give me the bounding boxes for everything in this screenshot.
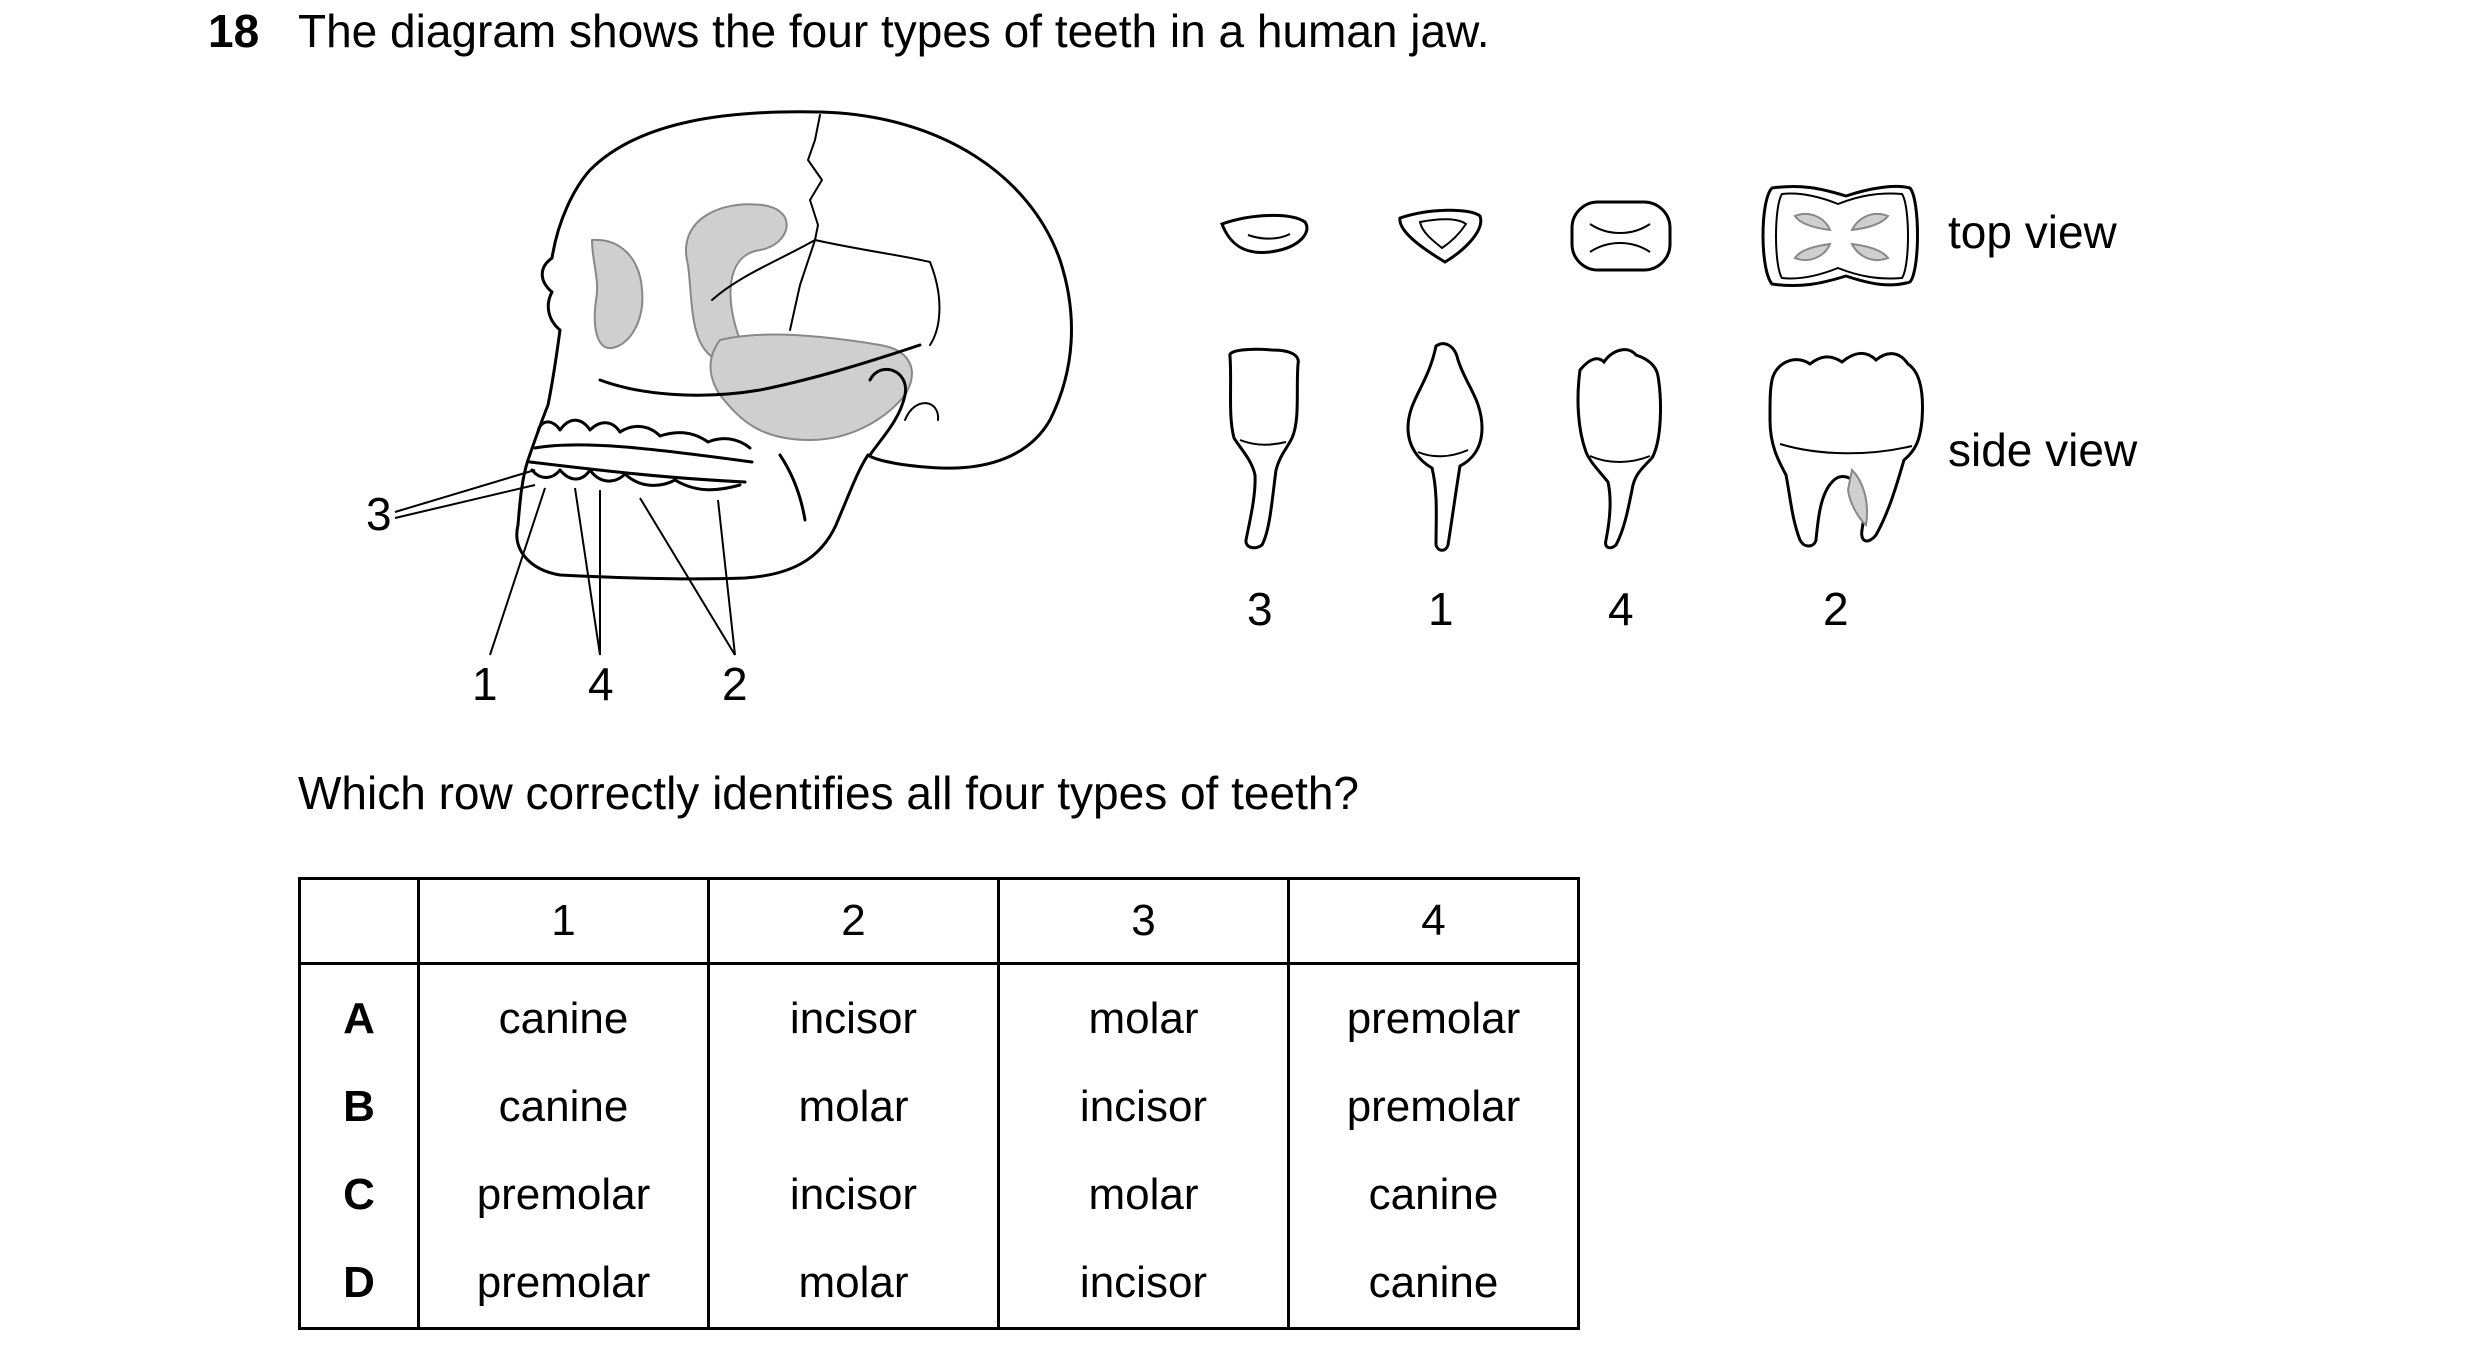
table-cell: premolar <box>1287 963 1579 1063</box>
table-cell: molar <box>707 1063 999 1151</box>
question-prompt: Which row correctly identifies all four … <box>298 767 1360 819</box>
canine-top-view <box>1398 208 1483 264</box>
table-cell: incisor <box>707 963 999 1063</box>
table-cell: canine <box>1287 1239 1579 1329</box>
skull-label-bottom-2: 4 <box>588 658 614 710</box>
row-letter: D <box>343 1258 375 1307</box>
row-letter: B <box>343 1082 375 1131</box>
table-cell: molar <box>997 963 1289 1063</box>
molar-side-view <box>1768 352 1924 548</box>
table-cell: incisor <box>997 1063 1289 1151</box>
top-view-label: top view <box>1948 206 2118 258</box>
question-number: 18 <box>208 5 260 57</box>
tooth-label-1: 3 <box>1247 583 1273 635</box>
molar-top-view <box>1761 184 1919 288</box>
table-row-c: C premolar incisor molar canine <box>300 1151 1579 1239</box>
table-header-corner <box>299 878 419 965</box>
table-cell: premolar <box>1287 1063 1579 1151</box>
table-cell: molar <box>707 1239 999 1329</box>
table-cell: premolar <box>417 1151 709 1239</box>
table-row-b: B canine molar incisor premolar <box>300 1063 1579 1151</box>
table-cell: incisor <box>707 1151 999 1239</box>
table-cell: molar <box>997 1151 1289 1239</box>
table-header-row: 1 2 3 4 <box>299 878 1579 965</box>
table-cell: incisor <box>997 1239 1289 1329</box>
table-header-3: 3 <box>997 878 1289 965</box>
row-letter: C <box>343 1170 375 1219</box>
skull-label-bottom-1: 1 <box>472 658 498 710</box>
incisor-top-view <box>1220 214 1309 255</box>
table-row-d: D premolar molar incisor canine <box>300 1239 1579 1329</box>
table-cell: canine <box>1287 1151 1579 1239</box>
teeth-diagram: 3 1 4 2 3 1 4 2 <box>366 110 2138 710</box>
incisor-side-view <box>1228 347 1300 550</box>
skull-illustration <box>515 110 1073 581</box>
table-row-a: A canine incisor molar premolar <box>300 963 1579 1063</box>
tooth-label-3: 4 <box>1608 583 1634 635</box>
table-header-4: 4 <box>1287 878 1579 965</box>
tooth-label-2: 1 <box>1428 583 1454 635</box>
skull-pointer-lines <box>394 469 736 656</box>
table-header-1: 1 <box>417 878 709 965</box>
answer-table: 1 2 3 4 A canine incisor molar premolar … <box>298 877 1580 1330</box>
table-cell: canine <box>417 963 709 1063</box>
skull-label-left: 3 <box>366 488 392 540</box>
skull-label-bottom-3: 2 <box>722 658 748 710</box>
side-view-label: side view <box>1948 424 2138 476</box>
premolar-side-view <box>1576 348 1662 550</box>
premolar-top-view <box>1570 200 1672 272</box>
table-cell: canine <box>417 1063 709 1151</box>
tooth-label-4: 2 <box>1823 583 1849 635</box>
row-letter: A <box>343 994 375 1043</box>
table-header-2: 2 <box>707 878 999 965</box>
question-text: The diagram shows the four types of teet… <box>298 5 1490 57</box>
canine-side-view <box>1406 342 1484 552</box>
table-cell: premolar <box>417 1239 709 1329</box>
